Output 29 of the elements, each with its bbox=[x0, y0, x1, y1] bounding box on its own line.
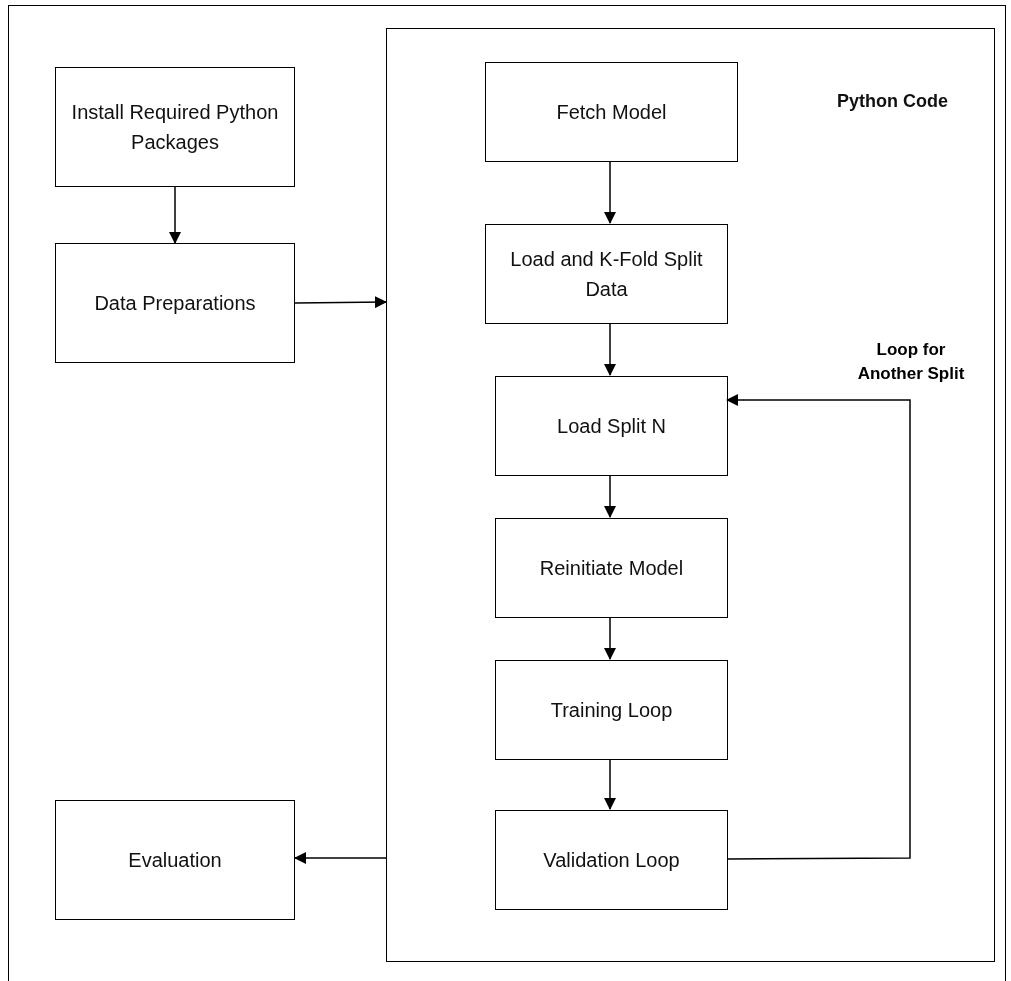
arrow bbox=[169, 186, 181, 244]
process-box bbox=[495, 376, 728, 476]
box-label: Data Preparations bbox=[94, 291, 256, 316]
process-box bbox=[495, 518, 728, 618]
process-box bbox=[495, 810, 728, 910]
arrow bbox=[604, 616, 616, 660]
box-label: Evaluation bbox=[128, 848, 222, 873]
arrow bbox=[604, 322, 616, 376]
box-label: Load and K-Fold Split Data bbox=[509, 247, 704, 302]
process-box bbox=[55, 67, 295, 187]
arrow bbox=[294, 296, 387, 309]
arrow bbox=[604, 474, 616, 518]
arrow bbox=[726, 394, 911, 860]
box-label: Install Required Python Packages bbox=[70, 100, 280, 155]
arrow bbox=[294, 852, 387, 864]
process-box bbox=[55, 243, 295, 363]
process-box bbox=[485, 62, 738, 162]
box-label: Training Loop bbox=[550, 698, 673, 723]
arrow bbox=[604, 160, 616, 224]
box-label: Fetch Model bbox=[556, 100, 667, 125]
process-box bbox=[495, 660, 728, 760]
group-title: Python Code bbox=[837, 91, 948, 112]
box-label: Validation Loop bbox=[543, 848, 680, 873]
box-label: Reinitiate Model bbox=[539, 556, 684, 581]
container-frame bbox=[386, 28, 995, 962]
box-label: Load Split N bbox=[557, 414, 666, 439]
process-box bbox=[55, 800, 295, 920]
process-box bbox=[485, 224, 728, 324]
arrow bbox=[604, 758, 616, 810]
